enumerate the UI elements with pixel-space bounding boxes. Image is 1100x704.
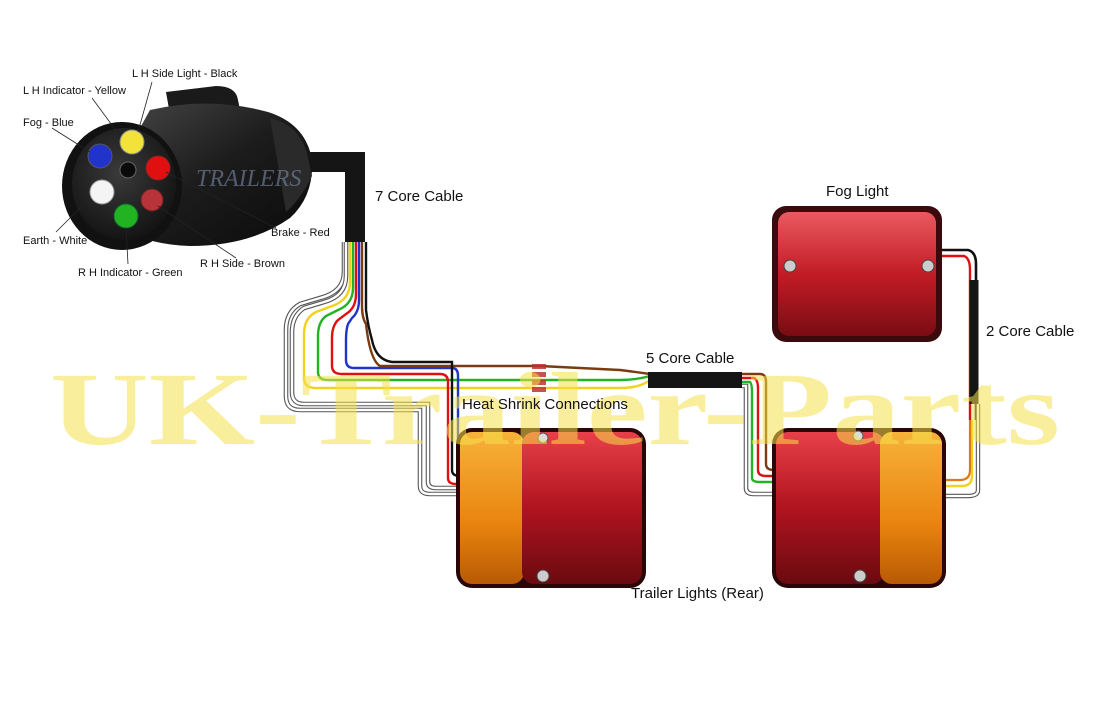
label-trailer-lights-rear: Trailer Lights (Rear) <box>631 585 764 602</box>
watermark: UK-Trailer-Parts <box>50 360 1060 460</box>
label-fog-light: Fog Light <box>826 183 889 200</box>
wire-bundle-5-core <box>742 372 782 497</box>
five-core-cable-sheath <box>648 372 742 388</box>
left-lamp-screw-bottom <box>536 569 550 583</box>
pin-leader-lines <box>51 81 277 265</box>
wire-red <box>330 242 464 486</box>
label-brake: Brake - Red <box>271 227 330 239</box>
right-lamp-amber-lens <box>880 432 942 584</box>
left-lamp-screw-top <box>537 432 549 444</box>
right-lamp-screw-top <box>852 430 864 442</box>
wire-5c-green <box>742 380 782 484</box>
pin-rh-indicator-green <box>113 203 139 229</box>
right-rear-lamp <box>772 428 946 588</box>
wire-black <box>364 242 466 478</box>
label-fog: Fog - Blue <box>23 117 74 129</box>
wire-yellow <box>302 242 651 390</box>
fog-light-screw-left <box>783 259 797 273</box>
fog-light-lamp <box>772 206 942 342</box>
plug-tail <box>270 118 312 212</box>
label-rh-indicator: R H Indicator - Green <box>78 267 183 279</box>
label-earth: Earth - White <box>23 235 88 247</box>
right-lamp-red-lens <box>776 432 884 584</box>
wire-2c-red <box>940 254 972 420</box>
left-lamp-amber-lens <box>460 432 524 584</box>
wire-2c-black <box>940 248 978 420</box>
pin-fog-blue <box>87 143 113 169</box>
wire-bundle-7-core <box>283 242 651 497</box>
wire-brown <box>360 242 651 376</box>
label-heat-shrink-connections: Heat Shrink Connections <box>462 396 628 413</box>
wire-2c-yellow <box>942 420 974 488</box>
wire-5c-red <box>742 376 782 478</box>
fog-light-lens <box>778 212 936 336</box>
pin-rh-side-brown <box>140 188 164 212</box>
plug-logo: TRAILERS <box>196 166 301 192</box>
fog-light-screw-right <box>921 259 935 273</box>
left-lamp-red-lens <box>522 432 642 584</box>
label-2-core-cable: 2 Core Cable <box>986 323 1075 340</box>
wire-5c-white <box>742 384 782 496</box>
label-lh-side-light: L H Side Light - Black <box>132 68 238 80</box>
pin-lh-indicator-yellow <box>119 129 145 155</box>
right-lamp-screw-bottom <box>853 569 867 583</box>
label-5-core-cable: 5 Core Cable <box>646 350 735 367</box>
wire-green <box>316 242 651 382</box>
seven-core-cable-sheath <box>300 152 365 242</box>
wire-white-2 <box>290 242 462 490</box>
watermark-text: UK-Trailer-Parts <box>50 360 1060 460</box>
wire-bundle-2-core <box>940 248 981 499</box>
label-lh-indicator: L H Indicator - Yellow <box>23 85 126 97</box>
pin-earth-white <box>89 179 115 205</box>
pin-lh-side-black <box>119 161 137 179</box>
wire-white <box>284 242 462 496</box>
left-rear-lamp <box>456 428 646 588</box>
pin-brake-red <box>145 155 171 181</box>
wire-2c-white <box>942 404 980 498</box>
wire-5c-brown <box>742 372 782 472</box>
label-rh-side: R H Side - Brown <box>200 258 285 270</box>
label-7-core-cable: 7 Core Cable <box>375 188 464 205</box>
heat-shrink-sleeves <box>532 364 546 392</box>
wire-2c-orange <box>942 420 972 482</box>
seven-pin-plug: TRAILERS <box>62 86 313 250</box>
